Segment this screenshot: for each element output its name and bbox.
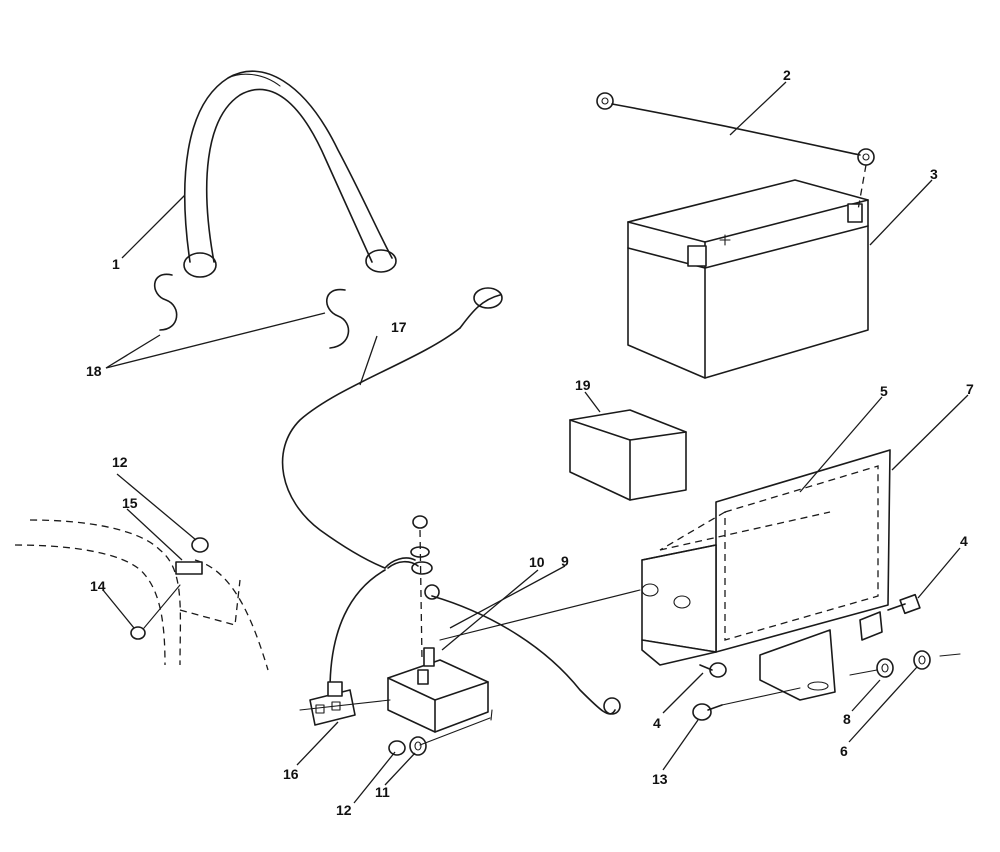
cable-17 bbox=[281, 287, 503, 569]
callout-12-bottom: 12 bbox=[336, 802, 352, 818]
switch-16 bbox=[309, 569, 386, 726]
battery-box bbox=[641, 449, 891, 701]
frame-section bbox=[14, 519, 269, 671]
s-hook-right bbox=[325, 288, 350, 349]
callout-11: 11 bbox=[375, 784, 390, 800]
callout-18: 18 bbox=[86, 363, 102, 379]
callout-3: 3 bbox=[930, 166, 938, 182]
callout-1: 1 bbox=[112, 256, 120, 272]
s-hook-left bbox=[153, 273, 178, 331]
callout-15: 15 bbox=[122, 495, 138, 511]
battery-pad bbox=[569, 409, 687, 501]
callout-4-lower: 4 bbox=[653, 715, 661, 731]
hardware-bolts-nuts bbox=[299, 589, 961, 756]
callout-17: 17 bbox=[391, 319, 407, 335]
callout-2: 2 bbox=[783, 67, 791, 83]
battery bbox=[627, 164, 869, 379]
battery-strap bbox=[183, 70, 397, 278]
wire-9 bbox=[424, 584, 621, 715]
callout-8: 8 bbox=[843, 711, 851, 727]
callout-10: 10 bbox=[529, 554, 545, 570]
callout-12-top: 12 bbox=[112, 454, 128, 470]
callout-19: 19 bbox=[575, 377, 591, 393]
callout-labels: 1 2 3 4 4 5 6 7 8 9 10 11 12 12 13 14 15… bbox=[86, 67, 974, 818]
callout-4-right: 4 bbox=[960, 533, 968, 549]
callout-16: 16 bbox=[283, 766, 299, 782]
terminal-hardware bbox=[387, 515, 433, 661]
callout-9: 9 bbox=[561, 553, 569, 569]
callout-6: 6 bbox=[840, 743, 848, 759]
regulator-10 bbox=[387, 647, 489, 733]
callout-14: 14 bbox=[90, 578, 106, 594]
leader-lines bbox=[102, 81, 969, 804]
battery-cable bbox=[596, 92, 875, 166]
callout-7: 7 bbox=[966, 381, 974, 397]
callout-5: 5 bbox=[880, 383, 888, 399]
callout-13: 13 bbox=[652, 771, 668, 787]
